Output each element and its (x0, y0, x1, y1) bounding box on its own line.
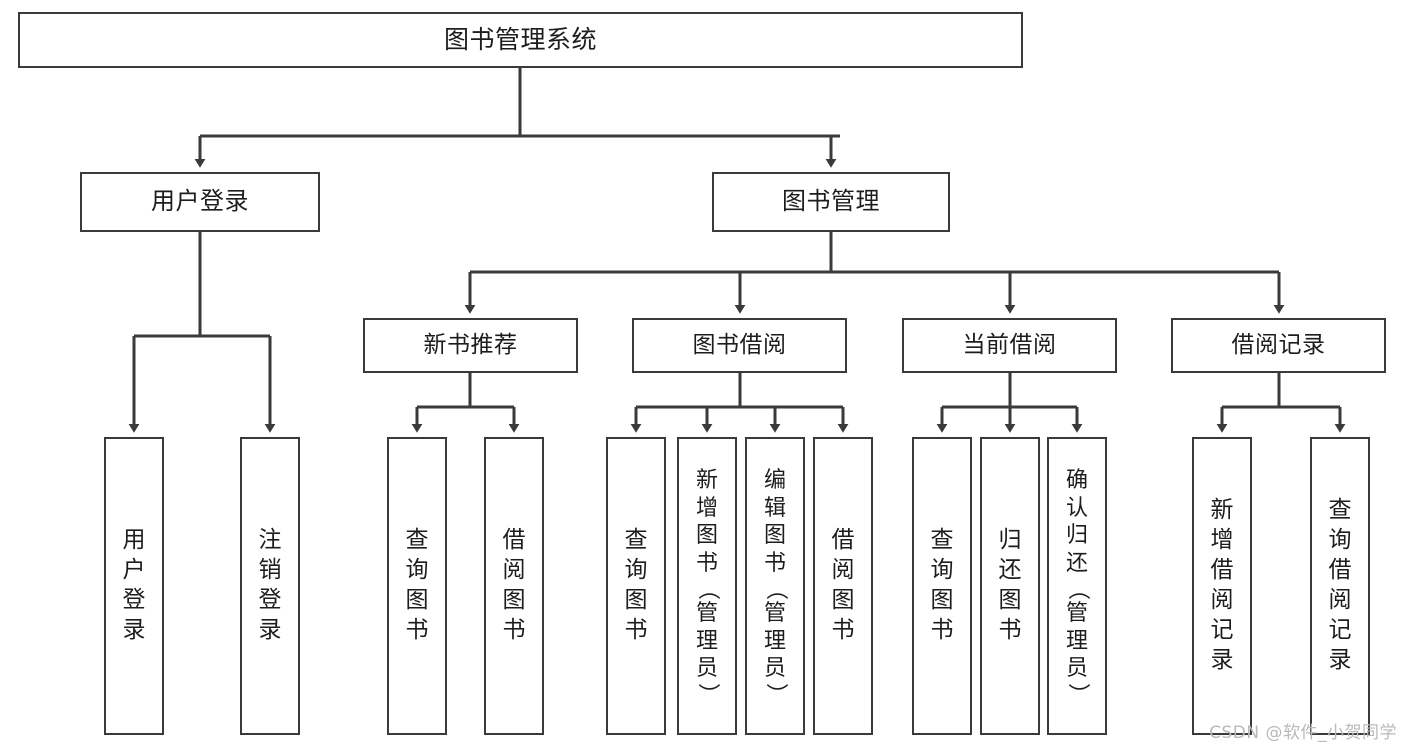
leaf-current-borrow-2-label: 归还图书 (998, 527, 1022, 643)
leaf-user-login-2-label: 注销登录 (258, 527, 282, 643)
leaf-book-borrow-4[interactable]: 借阅图书 (813, 437, 873, 735)
leaf-borrow-record-1-label: 新增借阅记录 (1210, 497, 1234, 673)
node-current-borrow[interactable]: 当前借阅 (902, 318, 1117, 373)
leaf-user-login-2[interactable]: 注销登录 (240, 437, 300, 735)
leaf-current-borrow-2[interactable]: 归还图书 (980, 437, 1040, 735)
node-current-borrow-label: 当前借阅 (962, 332, 1057, 359)
leaf-book-borrow-2[interactable]: 新增图书（管理员） (677, 437, 737, 735)
node-new-book-recommend-label: 新书推荐 (423, 332, 518, 359)
node-root-label: 图书管理系统 (443, 24, 597, 54)
leaf-book-borrow-1-label: 查询图书 (624, 527, 648, 643)
leaf-current-borrow-1[interactable]: 查询图书 (912, 437, 972, 735)
node-root-system[interactable]: 图书管理系统 (18, 12, 1023, 68)
leaf-book-borrow-3[interactable]: 编辑图书（管理员） (745, 437, 805, 735)
leaf-new-book-1-label: 查询图书 (405, 527, 429, 643)
leaf-current-borrow-1-label: 查询图书 (930, 527, 954, 643)
leaf-new-book-1[interactable]: 查询图书 (387, 437, 447, 735)
node-book-borrow-label: 图书借阅 (692, 332, 787, 359)
node-borrow-record[interactable]: 借阅记录 (1171, 318, 1386, 373)
node-book-manage[interactable]: 图书管理 (712, 172, 950, 232)
leaf-book-borrow-3-label: 编辑图书（管理员） (762, 467, 788, 706)
leaf-book-borrow-4-label: 借阅图书 (831, 527, 855, 643)
node-borrow-record-label: 借阅记录 (1231, 332, 1326, 359)
node-new-book-recommend[interactable]: 新书推荐 (363, 318, 578, 373)
leaf-borrow-record-1[interactable]: 新增借阅记录 (1192, 437, 1252, 735)
leaf-current-borrow-3-label: 确认归还（管理员） (1064, 467, 1090, 706)
watermark-text: CSDN @软件_小贺同学 (1209, 723, 1397, 743)
node-user-login-label: 用户登录 (151, 187, 249, 216)
leaf-book-borrow-2-label: 新增图书（管理员） (694, 467, 720, 706)
leaf-new-book-2[interactable]: 借阅图书 (484, 437, 544, 735)
node-book-borrow[interactable]: 图书借阅 (632, 318, 847, 373)
leaf-borrow-record-2[interactable]: 查询借阅记录 (1310, 437, 1370, 735)
leaf-new-book-2-label: 借阅图书 (502, 527, 526, 643)
leaf-book-borrow-1[interactable]: 查询图书 (606, 437, 666, 735)
leaf-current-borrow-3[interactable]: 确认归还（管理员） (1047, 437, 1107, 735)
node-book-manage-label: 图书管理 (782, 187, 880, 216)
leaf-borrow-record-2-label: 查询借阅记录 (1328, 497, 1352, 673)
leaf-user-login-1-label: 用户登录 (122, 527, 146, 643)
node-user-login[interactable]: 用户登录 (80, 172, 320, 232)
leaf-user-login-1[interactable]: 用户登录 (104, 437, 164, 735)
